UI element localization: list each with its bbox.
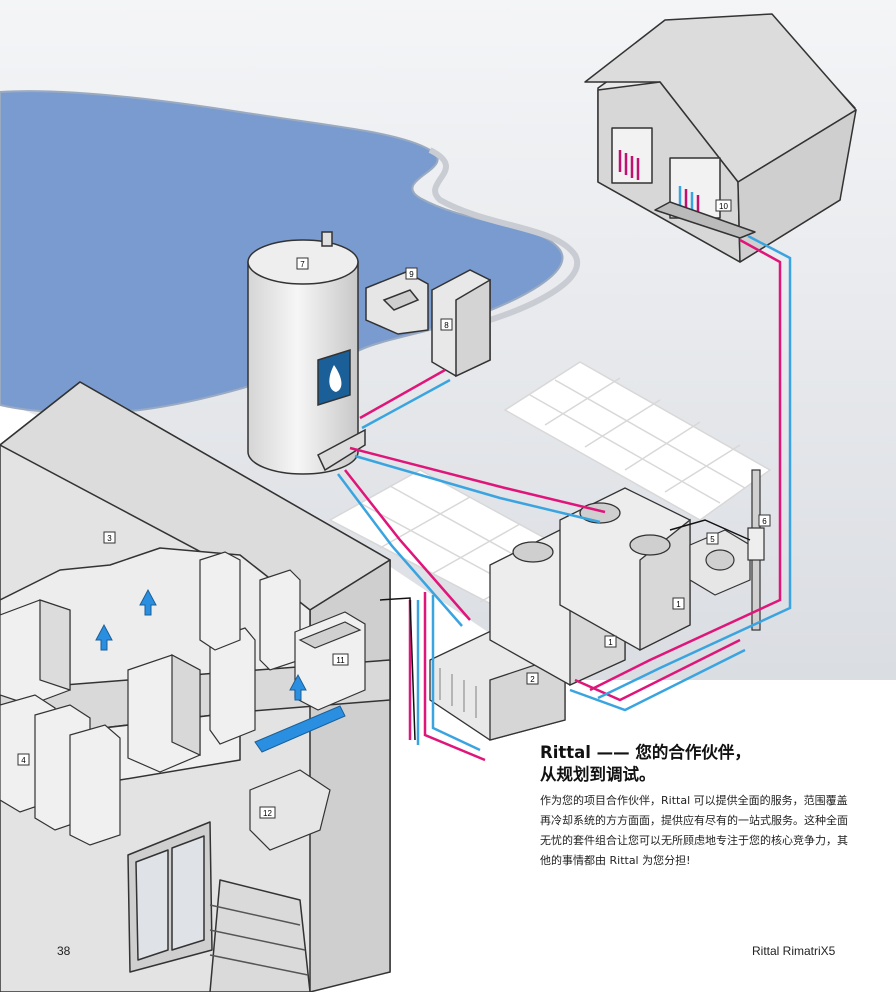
outdoor-cabinet [365,269,491,378]
lake-shore [428,147,580,326]
callout-cabinet: 8 [440,318,453,331]
svg-text:4: 4 [21,756,26,765]
return-pipes [337,234,792,752]
callout-racks: 4 [17,753,30,766]
svg-text:12: 12 [263,809,272,818]
pump [689,529,751,596]
callout-unit9: 9 [405,267,418,280]
callout-chiller-b: 1 [604,635,617,648]
svg-text:11: 11 [336,656,345,665]
svg-text:8: 8 [444,321,449,330]
body-paragraph: 作为您的项目合作伙伴，Rittal 可以提供全面的服务，范围覆盖再冷却系统的方方… [540,794,848,867]
headline: Rittal —— 您的合作伙伴， 从规划到调试。 [540,742,880,786]
supply-pipes [344,238,782,762]
callout-labels: 1 1 2 3 4 5 6 [17,199,771,819]
server-racks-upper [0,551,366,773]
callout-chiller-a: 1 [672,597,685,610]
chillers [489,487,691,687]
svg-text:2: 2 [530,675,535,684]
headline-line-2: 从规划到调试。 [540,765,656,784]
svg-text:10: 10 [719,202,728,211]
svg-text:6: 6 [762,517,767,526]
svg-text:5: 5 [710,535,715,544]
callout-building: 3 [103,531,116,544]
house [584,13,857,263]
svg-text:3: 3 [107,534,112,543]
callout-sensor: 6 [758,514,771,527]
callout-free-cooler: 2 [526,672,539,685]
callout-lcp: 11 [332,653,349,666]
svg-text:9: 9 [409,270,414,279]
callout-tank: 7 [296,257,309,270]
callout-pump: 5 [706,532,719,545]
page-number: 38 [57,944,71,958]
sensor-mast [747,469,765,631]
callout-control: 12 [259,806,276,819]
brand-footer: Rittal RimatriX5 [752,944,836,958]
headline-line-1: Rittal —— 您的合作伙伴， [540,743,751,762]
airflow-arrows [95,588,346,753]
control-cable [379,519,751,741]
svg-text:1: 1 [676,600,681,609]
svg-text:1: 1 [608,638,613,647]
callout-house: 10 [715,199,732,212]
svg-text:7: 7 [300,260,305,269]
